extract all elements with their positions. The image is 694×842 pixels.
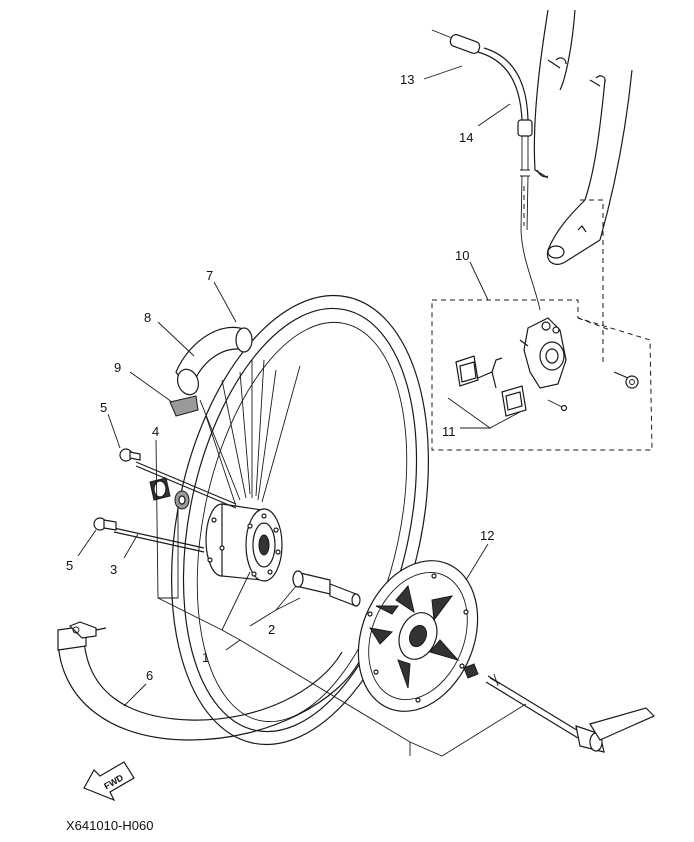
callout-2: 2: [268, 622, 275, 637]
brake-disc: [357, 560, 479, 712]
callout-13: 13: [400, 72, 414, 87]
diagram-code: X641010-H060: [66, 818, 153, 833]
brake-cable: [431, 29, 541, 311]
spacer: [292, 570, 361, 607]
spoke-items: [93, 448, 237, 553]
callout-7: 7: [206, 268, 213, 283]
brake-caliper: [519, 317, 567, 389]
rim-band: [175, 326, 253, 396]
valve-part: [169, 395, 199, 417]
callout-10: 10: [455, 248, 469, 263]
callout-5-top: 5: [100, 400, 107, 415]
axle: [485, 673, 656, 753]
callout-5-bottom: 5: [66, 558, 73, 573]
front-fork: [533, 9, 633, 265]
hub: [205, 503, 283, 582]
callout-11: 11: [442, 424, 456, 439]
callout-12: 12: [480, 528, 494, 543]
leader-lines: [77, 65, 527, 757]
brake-pads: [455, 355, 568, 417]
callout-1: 1: [202, 650, 209, 665]
caliper-bolt: [613, 371, 639, 389]
fwd-arrow-icon: FWD: [83, 761, 135, 802]
disc-bolt: [463, 663, 479, 679]
callout-labels: 13 14 10 11 7 8 9 5 4 5 3 12 2 1 6: [66, 72, 494, 683]
callout-6: 6: [146, 668, 153, 683]
tube: [57, 621, 361, 741]
spokes: [199, 359, 301, 507]
callout-3: 3: [110, 562, 117, 577]
callout-14: 14: [459, 130, 473, 145]
callout-9: 9: [114, 360, 121, 375]
callout-4: 4: [152, 424, 159, 439]
caliper-assembly-box: [431, 199, 653, 451]
callout-8: 8: [144, 310, 151, 325]
